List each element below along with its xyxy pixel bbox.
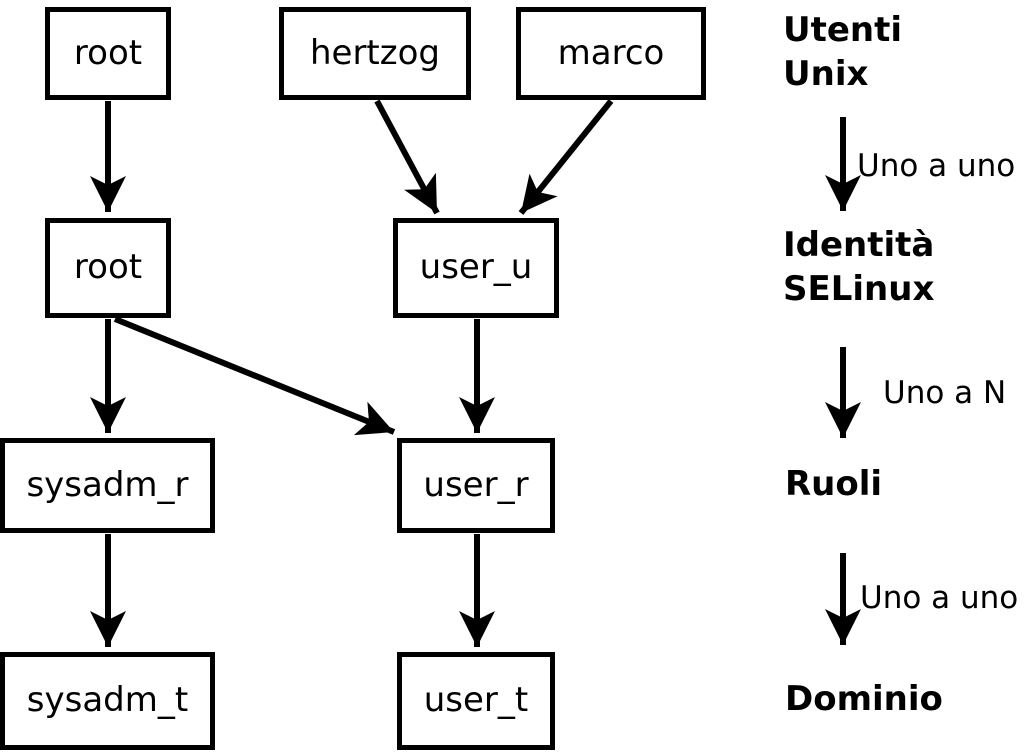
legend-dominio: Dominio [785, 679, 943, 719]
node-unix-user-root: root [45, 7, 171, 100]
node-domain-sysadm-t: sysadm_t [0, 652, 215, 750]
legend-relation-uno-a-n: Uno a N [883, 375, 1007, 411]
arrow-root-to-user-r-icon [113, 316, 396, 436]
legend-relation-uno-a-uno-2: Uno a uno [860, 580, 1019, 616]
legend-unix-line: Unix [783, 54, 869, 94]
legend-relation-uno-a-uno-1: Uno a uno [857, 148, 1016, 184]
node-selinux-identity-root: root [45, 218, 171, 318]
node-selinux-identity-user-u: user_u [393, 218, 559, 318]
arrow-marco-to-user-u-icon [518, 99, 614, 215]
node-role-user-r: user_r [397, 438, 555, 533]
arrow-hertzog-to-user-u-icon [374, 99, 440, 215]
node-unix-user-marco: marco [516, 7, 706, 100]
legend-selinux-line: SELinux [783, 269, 935, 309]
legend-ruoli: Ruoli [785, 464, 883, 504]
node-domain-user-t: user_t [397, 652, 555, 750]
legend-utenti-unix: Utenti Unix [783, 8, 902, 96]
legend-identita-line: Identità [783, 225, 935, 265]
node-role-sysadm-r: sysadm_r [0, 438, 215, 533]
legend-identita-selinux: Identità SELinux [783, 223, 934, 311]
node-unix-user-hertzog: hertzog [279, 7, 471, 100]
legend-utenti-line: Utenti [783, 10, 903, 50]
